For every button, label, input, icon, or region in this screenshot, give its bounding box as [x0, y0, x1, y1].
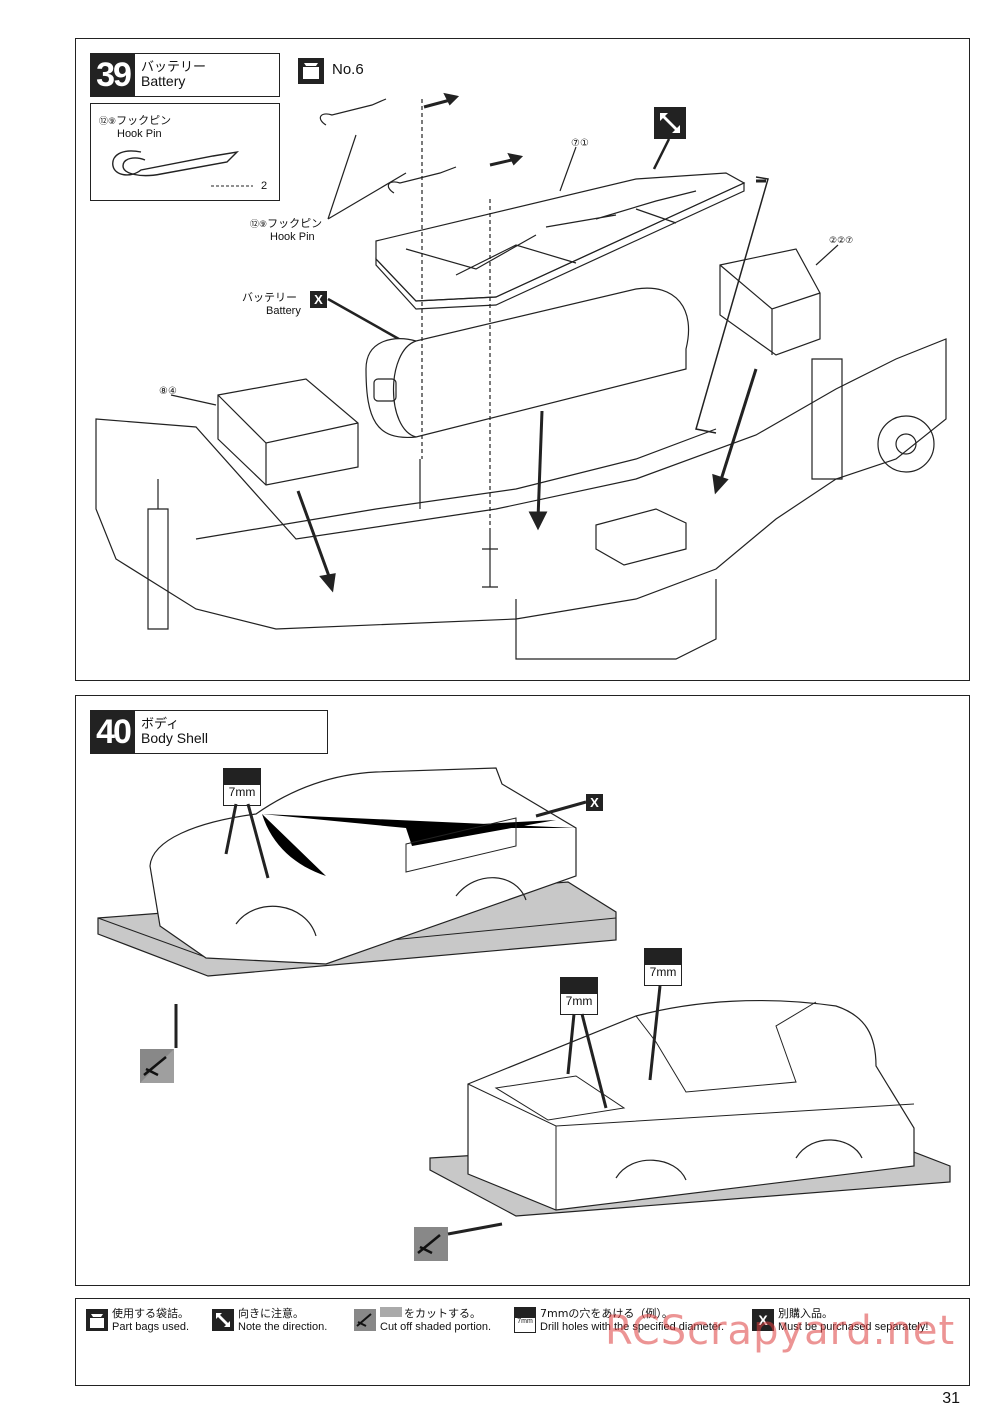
bag-icon [297, 57, 325, 85]
cut-icon [140, 1049, 174, 1083]
part-name-en: Hook Pin [270, 231, 315, 243]
part-227-label: ②②⑦ [829, 235, 854, 245]
legend-jp: 別購入品。 [778, 1307, 833, 1320]
part-name-en: Hook Pin [117, 128, 162, 140]
x-icon: X [586, 794, 603, 811]
legend-en: Must be purchased separately! [778, 1321, 929, 1333]
step-title-en: Battery [141, 73, 186, 89]
legend-jp: 7mmの穴をあける（例）。 [540, 1307, 673, 1320]
drill-icon: 7mm [560, 977, 598, 1015]
legend-en: Part bags used. [112, 1321, 190, 1333]
legend-jp: 使用する袋詰。 [112, 1307, 189, 1320]
part-name-jp: フックピン [267, 218, 323, 230]
battery-assembly-drawing [95, 92, 947, 660]
drill-size: 7mm [649, 965, 677, 979]
step-title-jp: バッテリー [141, 60, 207, 75]
step-40-panel: 40 ボディ Body Shell 7mm 7mm 7mm X [75, 695, 970, 1286]
drill-icon: 7mm [514, 1307, 536, 1333]
page-number: 31 [942, 1390, 960, 1407]
drill-icon: 7mm [644, 948, 682, 986]
drill-size: 7mm [565, 994, 593, 1008]
drill-icon: 7mm [223, 768, 261, 806]
bag-number: No.6 [332, 61, 364, 78]
part-71-label: ⑦① [571, 138, 589, 149]
part-name-jp: フックピン [116, 115, 172, 127]
battery-name-en: Battery [266, 305, 301, 317]
x-icon: X [752, 1309, 774, 1331]
cut-icon [414, 1227, 448, 1261]
hookpin-drawing [112, 150, 253, 187]
drill-size: 7mm [228, 785, 256, 799]
step-number: 39 [91, 54, 135, 96]
hookpin-qty: 2 [261, 180, 268, 192]
shaded-swatch [380, 1307, 402, 1317]
hookpin-box: ⑫⑨フックピン Hook Pin 2 [90, 103, 280, 201]
step-number: 40 [91, 711, 135, 753]
step-39-panel: 39 バッテリー Battery No.6 ⑫⑨フックピン Hook Pin 2… [75, 38, 970, 681]
legend-en: Note the direction. [238, 1321, 328, 1333]
part-number: ⑫⑨ [250, 219, 268, 229]
direction-icon [212, 1309, 234, 1331]
bag-icon [86, 1309, 108, 1331]
battery-name-jp: バッテリー [242, 292, 297, 304]
step-39-header: 39 バッテリー Battery [90, 53, 280, 97]
direction-icon [654, 107, 686, 139]
legend-jp: 向きに注意。 [238, 1307, 304, 1320]
body-shell-drawing [97, 767, 951, 1236]
step-title-en: Body Shell [141, 730, 208, 746]
step-title-jp: ボディ [141, 717, 180, 732]
watermark: RCScrapyard.net [605, 1308, 956, 1354]
drill-size: 7mm [517, 1318, 533, 1325]
legend: 使用する袋詰。 Part bags used. 向きに注意。 Note the … [75, 1298, 970, 1386]
legend-jp: をカットする。 [404, 1307, 481, 1320]
cut-icon [354, 1309, 376, 1331]
step-40-header: 40 ボディ Body Shell [90, 710, 328, 754]
legend-en: Cut off shaded portion. [380, 1321, 492, 1333]
x-icon: X [310, 291, 327, 308]
part-84-label: ⑧④ [159, 386, 177, 397]
part-number: ⑫⑨ [99, 116, 117, 126]
legend-en: Drill holes with the specified diameter. [540, 1321, 725, 1333]
